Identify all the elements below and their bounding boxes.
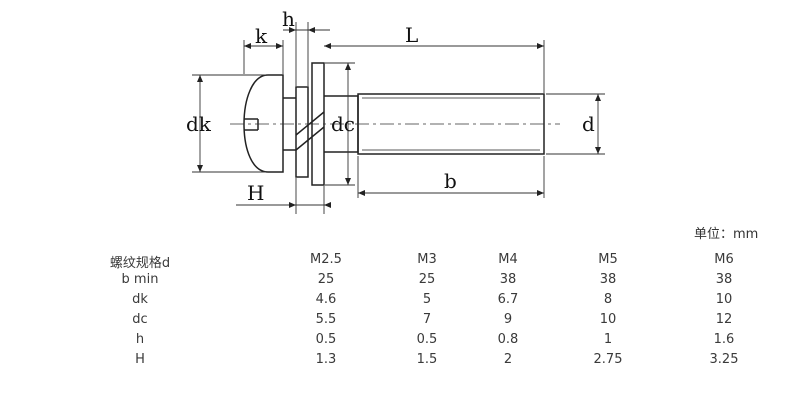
label-H: H	[247, 181, 264, 205]
table-cell: 3.25	[709, 352, 739, 367]
table-cell: 0.5	[416, 332, 438, 347]
table-cell: 5.5	[315, 312, 337, 327]
row-b-min: b min 25 25 38 38 38	[0, 272, 787, 292]
unit-note: 单位：mm	[694, 227, 759, 242]
label-L: L	[405, 23, 418, 47]
table-cell: 4.6	[315, 292, 337, 307]
table-cell: M5	[598, 252, 618, 267]
table-cell: 6.7	[497, 292, 519, 307]
table-cell: 0.5	[315, 332, 337, 347]
table-cell: 38	[499, 272, 517, 287]
table-cell: 10	[715, 292, 733, 307]
label-k: k	[255, 24, 268, 48]
label-dk: dk	[186, 112, 212, 136]
table-cell: M4	[498, 252, 518, 267]
table-cell: 10	[599, 312, 617, 327]
screw-dimension-drawing: k h L dk dc d b H	[186, 7, 605, 214]
row-label: H	[135, 352, 145, 367]
row-h: h 0.5 0.5 0.8 1 1.6	[0, 332, 787, 352]
table-cell: 5	[422, 292, 432, 307]
screw-head	[243, 74, 284, 173]
table-cell: 2.75	[593, 352, 623, 367]
row-dc: dc 5.5 7 9 10 12	[0, 312, 787, 332]
label-dc: dc	[331, 112, 355, 136]
table-cell: 25	[418, 272, 436, 287]
table-cell: M3	[417, 252, 437, 267]
row-H: H 1.3 1.5 2 2.75 3.25	[0, 352, 787, 372]
label-b: b	[444, 169, 457, 193]
table-cell: 2	[503, 352, 513, 367]
table-cell: 1.6	[713, 332, 735, 347]
row-label: h	[135, 332, 145, 347]
row-label: dk	[132, 292, 148, 307]
screw-neck	[283, 97, 296, 151]
table-cell: 38	[599, 272, 617, 287]
table-cell: 25	[317, 272, 335, 287]
table-cell: 1.5	[416, 352, 438, 367]
table-cell: 1	[603, 332, 613, 347]
table-cell: 9	[503, 312, 513, 327]
table-cell: 0.8	[497, 332, 519, 347]
row-dk: dk 4.6 5 6.7 8 10	[0, 292, 787, 312]
table-cell: 38	[715, 272, 733, 287]
table-cell: 12	[715, 312, 733, 327]
label-h: h	[282, 7, 295, 31]
table-cell: 8	[603, 292, 613, 307]
label-d: d	[582, 112, 595, 136]
row-label: dc	[132, 312, 148, 327]
table-cell: 1.3	[315, 352, 337, 367]
row-label: 螺纹规格d	[109, 256, 171, 271]
table-cell: M6	[714, 252, 734, 267]
row-label: b min	[121, 272, 159, 287]
lock-washer	[295, 86, 309, 178]
header-row: 螺纹规格d M2.5 M3 M4 M5 M6	[0, 252, 787, 272]
table-cell: 7	[422, 312, 432, 327]
table-cell: M2.5	[310, 252, 342, 267]
